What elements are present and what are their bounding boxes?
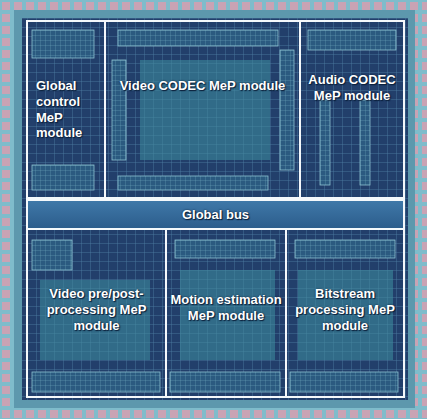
die-ring (14, 10, 415, 408)
video-codec-module: Video CODEC MeP module (104, 20, 301, 199)
core-area (22, 18, 408, 400)
bitstream-module: Bitstream processing MeP module (285, 228, 405, 398)
module-label: Video CODEC MeP module (120, 78, 286, 94)
control-module: Global control MeP module (26, 20, 106, 199)
preprocessing-module: Video pre/post-processing MeP module (26, 228, 167, 398)
module-label: Audio CODEC MeP module (304, 72, 400, 104)
module-label: Motion estimation MeP module (170, 292, 282, 324)
module-label: Global control MeP module (36, 78, 102, 141)
module-label: Video pre/post-processing MeP module (32, 286, 162, 334)
module-label: Bitstream processing MeP module (290, 286, 400, 334)
audio-codec-module: Audio CODEC MeP module (299, 20, 405, 199)
global-bus: Global bus (26, 199, 405, 230)
bus-label: Global bus (182, 207, 249, 223)
motion-estimation-module: Motion estimation MeP module (165, 228, 287, 398)
